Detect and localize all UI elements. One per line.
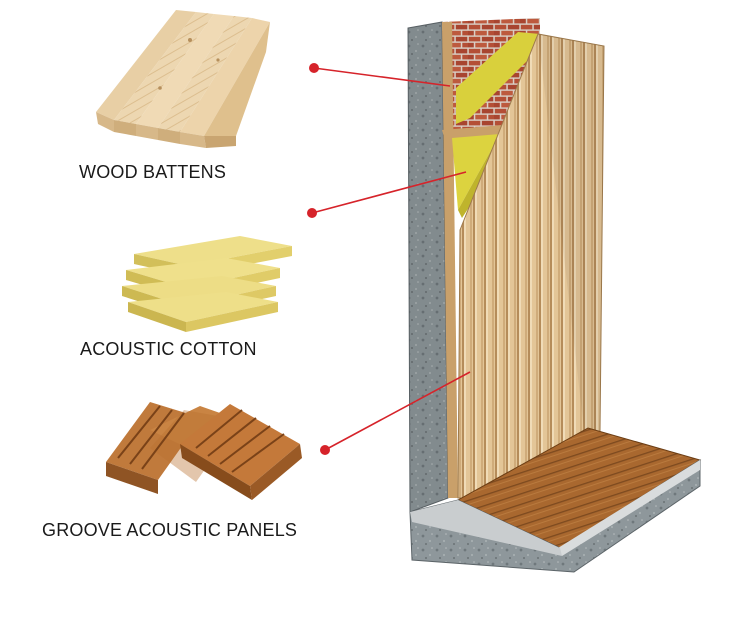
cotton-layer-top [456,32,540,124]
leader-dot-battens [309,63,319,73]
label-acoustic-cotton: ACOUSTIC COTTON [80,339,257,359]
label-wood-battens: WOOD BATTENS [79,162,227,182]
leader-battens [309,63,451,87]
label-groove-acoustic-panels: GROOVE ACOUSTIC PANELS [42,520,298,540]
leader-dot-panels [320,445,330,455]
groove-panels-image [106,402,302,500]
acoustic-cotton-image [122,236,292,332]
leader-dot-cotton [307,208,317,218]
cotton-layer [452,134,500,210]
leader-panels [320,371,471,455]
leader-cotton [307,171,467,218]
wood-battens-image [96,10,270,148]
